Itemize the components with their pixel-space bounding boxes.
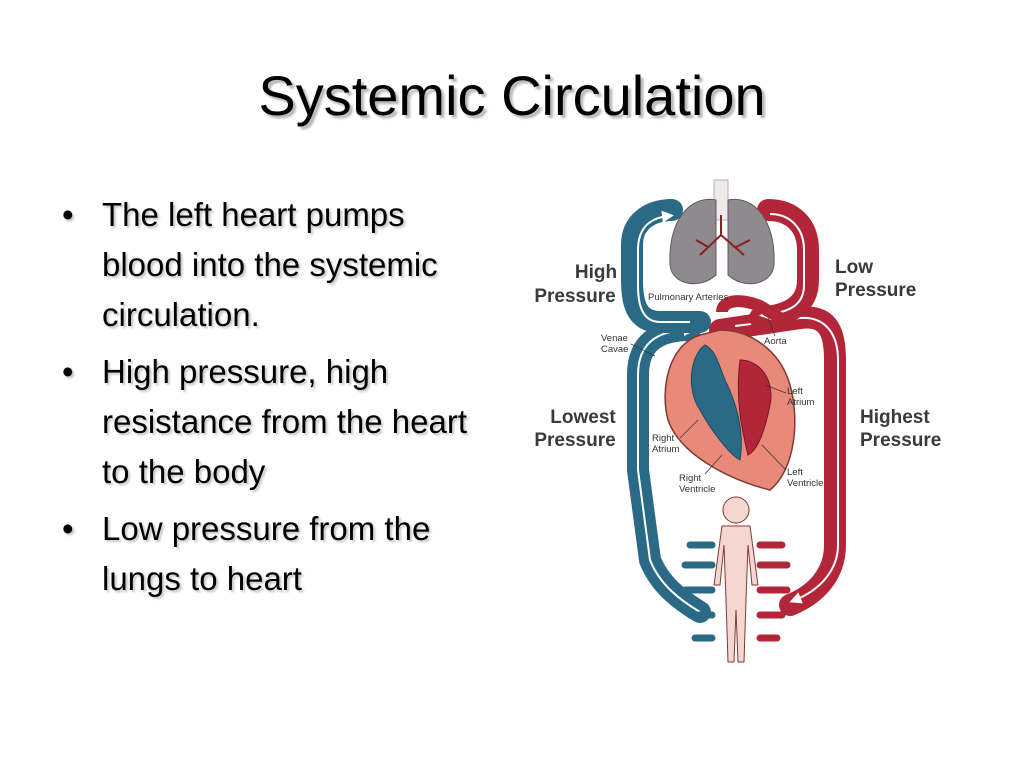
label-left-ventricle-2: Ventricle [787,478,823,489]
label-high-1: High [575,262,617,283]
label-right-ventricle-2: Ventricle [679,484,715,495]
bullet-list: • The left heart pumps blood into the sy… [58,190,488,611]
arterial-loop [709,199,846,616]
lungs [669,179,775,285]
heart [664,295,796,491]
circulation-diagram: High Pressure Low Pressure Lowest Pressu… [534,179,941,663]
label-left-ventricle-1: Left [787,467,803,478]
venous-loop [621,199,711,623]
bullet-item: • Low pressure from the lungs to heart [58,504,488,604]
label-right-atrium-1: Right [652,433,675,444]
label-aorta: Aorta [764,336,787,347]
label-low-2: Pressure [835,280,916,301]
label-lowest-1: Lowest [550,407,616,428]
label-high-2: Pressure [534,286,615,307]
label-low-1: Low [835,257,873,278]
label-lowest-2: Pressure [534,430,615,451]
bullet-text: High pressure, high resistance from the … [102,353,467,490]
label-venae-1: Venae [601,333,628,344]
bullet-text: Low pressure from the lungs to heart [102,510,431,597]
pressure-labels: High Pressure Low Pressure Lowest Pressu… [534,257,941,451]
label-left-atrium-2: Atrium [787,397,815,408]
anatomy-labels: Pulmonary Arteries Venae Cavae Aorta Lef… [601,292,823,495]
bullet-text: The left heart pumps blood into the syst… [102,196,438,333]
label-pulmonary-arteries: Pulmonary Arteries [648,292,729,303]
label-right-ventricle-1: Right [679,473,702,484]
label-venae-2: Cavae [601,344,628,355]
bullet-dot: • [62,510,74,547]
bullet-item: • High pressure, high resistance from th… [58,347,488,497]
slide-title: Systemic Circulation [258,64,766,127]
bullet-item: • The left heart pumps blood into the sy… [58,190,488,340]
label-left-atrium-1: Left [787,386,803,397]
body-capillaries [681,496,791,663]
bullet-dot: • [62,353,74,390]
label-highest-2: Pressure [860,430,941,451]
label-highest-1: Highest [860,407,930,428]
bullet-dot: • [62,196,74,233]
label-right-atrium-2: Atrium [652,444,680,455]
